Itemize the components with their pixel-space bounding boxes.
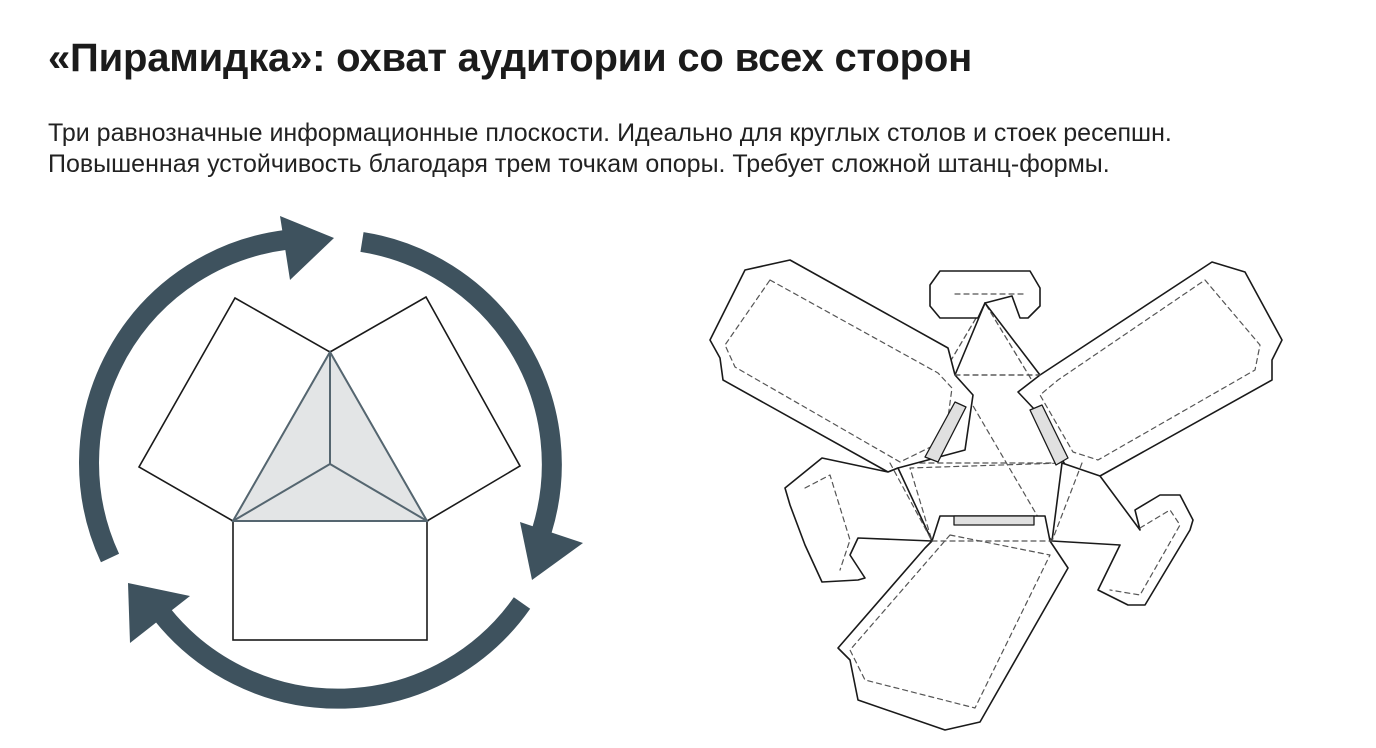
description-line-1: Три равнозначные информационные плоскост… <box>48 119 1172 147</box>
arrow-arc-top <box>79 230 287 563</box>
template-tab-right <box>1051 462 1194 606</box>
template-panel-upper-left <box>709 259 974 473</box>
arrow-arc-bottom <box>154 597 531 709</box>
slide-description: Три равнозначные информационные плоскост… <box>48 118 1348 180</box>
illustration-area <box>79 216 1283 731</box>
arrow-head-top <box>280 216 334 280</box>
arrow-arc-right <box>360 232 562 533</box>
template-window-bottom <box>953 515 1035 526</box>
die-cut-template <box>709 259 1283 731</box>
arrow-head-right <box>520 522 583 580</box>
pyramid-base-triangle <box>231 349 429 522</box>
template-panel-bottom <box>837 515 1069 731</box>
template-window-upper-right <box>1029 404 1069 466</box>
pyramid-face-bottom <box>232 520 428 641</box>
description-line-2: Повышенная устойчивость благодаря трем т… <box>48 150 1110 178</box>
pyramid-net-diagram <box>79 216 583 709</box>
template-panel-upper-right <box>1017 261 1283 477</box>
slide-title: «Пирамидка»: охват аудитории со всех сто… <box>48 36 973 80</box>
template-tab-left <box>784 457 933 583</box>
arrow-head-bottom <box>128 583 190 643</box>
template-window-upper-left <box>924 401 967 463</box>
template-top-tab <box>929 270 1041 319</box>
rotation-arrows <box>79 216 583 709</box>
